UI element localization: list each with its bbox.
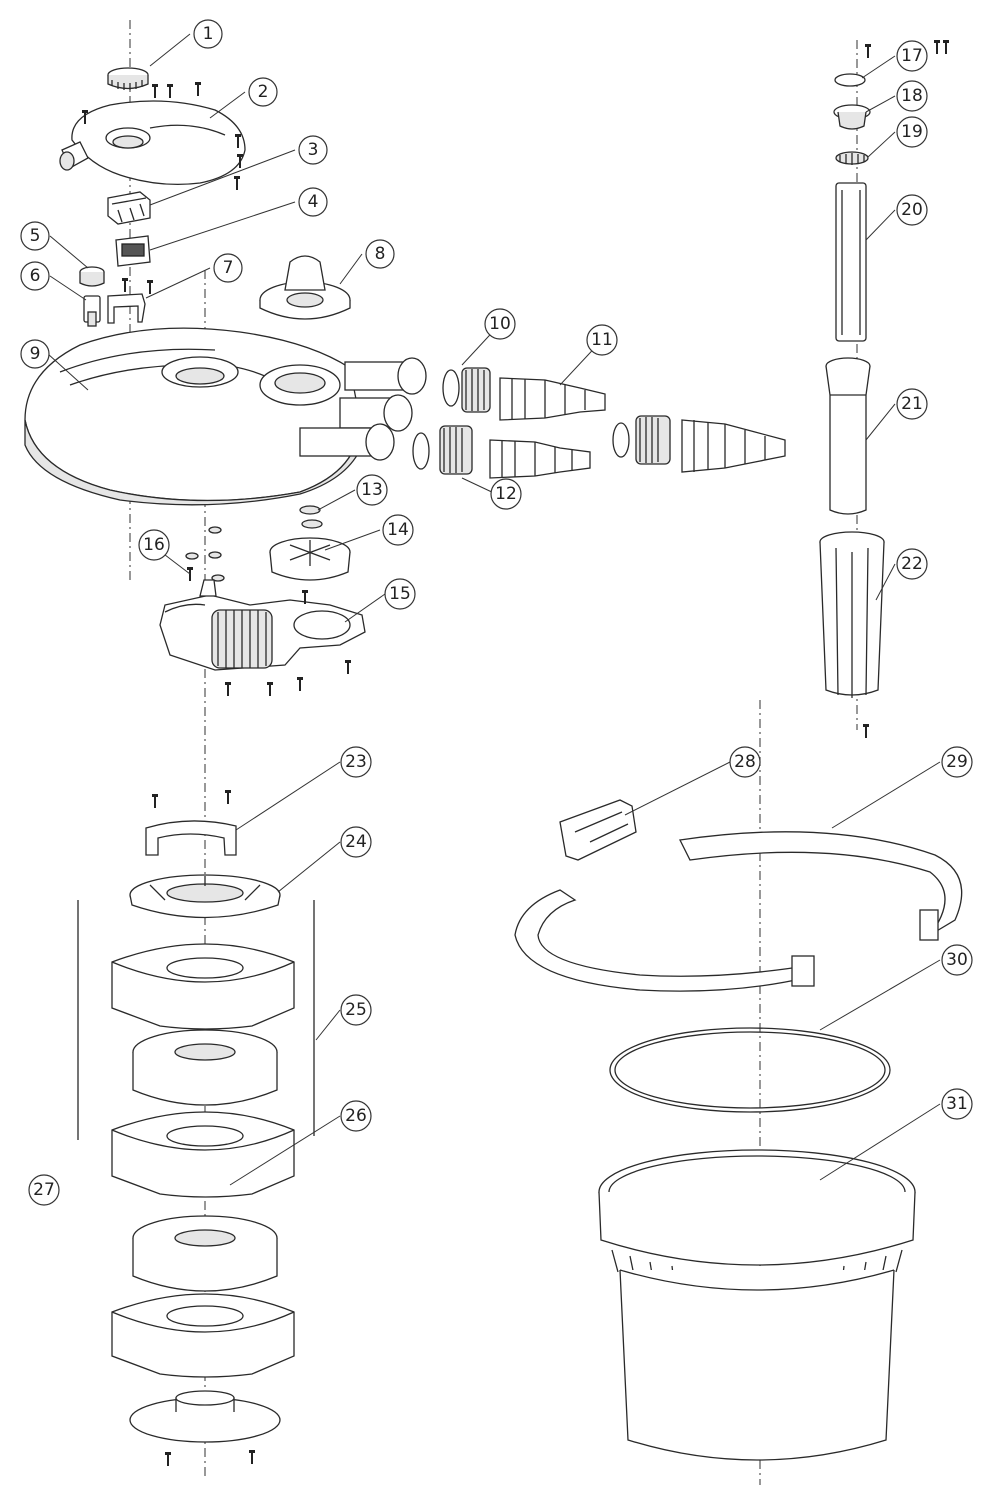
svg-text:22: 22 [901, 554, 923, 574]
svg-text:16: 16 [143, 535, 165, 555]
callout-8: 8 [365, 239, 395, 269]
part-21-quartz-sleeve [825, 357, 871, 515]
part-11-hose-tails [489, 377, 786, 479]
callout-3: 3 [298, 135, 328, 165]
part-17-small-cap [834, 73, 866, 87]
part-18-lamp-holder [833, 104, 871, 130]
base-plate [129, 1390, 281, 1443]
svg-text:25: 25 [345, 1000, 367, 1020]
svg-text:4: 4 [308, 192, 319, 212]
part-8-valve-handle [259, 255, 351, 320]
callout-14: 14 [382, 514, 414, 546]
svg-text:7: 7 [223, 258, 234, 278]
callout-25: 25 [340, 994, 372, 1026]
svg-text:3: 3 [308, 140, 319, 160]
callout-30: 30 [941, 944, 973, 976]
callout-15: 15 [384, 578, 416, 610]
svg-text:17: 17 [901, 46, 923, 66]
svg-text:27: 27 [33, 1180, 55, 1200]
callout-21: 21 [896, 388, 928, 420]
callout-31: 31 [941, 1088, 973, 1120]
svg-text:1: 1 [203, 24, 214, 44]
part-1-cap-knob [107, 67, 149, 90]
part-14-impeller-cover [269, 537, 351, 581]
foam-sponge-square-3 [111, 1293, 295, 1378]
svg-text:8: 8 [375, 244, 386, 264]
callout-16: 16 [138, 529, 170, 561]
callout-19: 19 [896, 116, 928, 148]
part-26-foam-sponge [111, 1111, 295, 1198]
svg-text:24: 24 [345, 832, 367, 852]
svg-text:28: 28 [734, 752, 756, 772]
svg-text:29: 29 [946, 752, 968, 772]
callout-27: 27 [28, 1174, 60, 1206]
callout-17: 17 [896, 40, 928, 72]
part-23-bracket [145, 820, 237, 856]
svg-text:12: 12 [495, 484, 517, 504]
callout-13: 13 [356, 474, 388, 506]
part-31-canister [598, 1149, 916, 1461]
svg-text:2: 2 [258, 82, 269, 102]
foam-sponge-round-1 [132, 1029, 278, 1106]
callout-18: 18 [896, 80, 928, 112]
foam-sponge-square-1 [111, 943, 295, 1030]
svg-text:6: 6 [30, 266, 41, 286]
callout-9: 9 [20, 339, 50, 369]
part-6-connector [83, 295, 101, 327]
callout-11: 11 [586, 324, 618, 356]
part-15-pump-housing [159, 579, 366, 671]
svg-text:26: 26 [345, 1106, 367, 1126]
part-28-clamp-latch [559, 799, 637, 861]
part-3-switch-block [107, 191, 151, 225]
svg-text:11: 11 [591, 330, 613, 350]
svg-text:10: 10 [489, 314, 511, 334]
svg-text:13: 13 [361, 480, 383, 500]
part-12-union-nuts [439, 367, 671, 475]
part-10-gaskets [412, 369, 630, 470]
callout-22: 22 [896, 548, 928, 580]
callout-1: 1 [193, 19, 223, 49]
part-24-spray-plate [129, 874, 281, 919]
callout-labels: 1 2 3 4 5 6 7 8 9 10 11 12 13 14 15 16 1… [20, 19, 973, 1206]
callout-28: 28 [729, 746, 761, 778]
svg-text:23: 23 [345, 752, 367, 772]
callout-5: 5 [20, 221, 50, 251]
callout-10: 10 [484, 308, 516, 340]
svg-text:20: 20 [901, 200, 923, 220]
part-13-washers [185, 505, 323, 582]
callout-23: 23 [340, 746, 372, 778]
part-5-nut [79, 266, 105, 287]
callout-24: 24 [340, 826, 372, 858]
part-4-switch-housing [115, 235, 151, 267]
part-30-o-ring [609, 1027, 891, 1113]
callout-7: 7 [213, 253, 243, 283]
part-22-lamp-guard [819, 531, 885, 698]
svg-text:9: 9 [30, 344, 41, 364]
callout-26: 26 [340, 1100, 372, 1132]
callout-29: 29 [941, 746, 973, 778]
svg-text:31: 31 [946, 1094, 968, 1114]
callout-12: 12 [490, 478, 522, 510]
svg-text:5: 5 [30, 226, 41, 246]
svg-text:21: 21 [901, 394, 923, 414]
leader-lines [47, 33, 941, 1186]
callout-2: 2 [248, 77, 278, 107]
svg-text:15: 15 [389, 584, 411, 604]
svg-text:30: 30 [946, 950, 968, 970]
part-20-uv-lamp [835, 182, 867, 342]
part-7-bracket [107, 293, 146, 324]
callout-4: 4 [298, 187, 328, 217]
svg-text:18: 18 [901, 86, 923, 106]
part-2-upper-cover [59, 100, 246, 186]
callout-6: 6 [20, 261, 50, 291]
svg-text:19: 19 [901, 122, 923, 142]
callout-20: 20 [896, 194, 928, 226]
part-19-seal-ring [835, 151, 869, 165]
part-29-clamp-ring [514, 831, 963, 992]
foam-sponge-round-2 [132, 1215, 278, 1292]
svg-text:14: 14 [387, 520, 409, 540]
part-9-main-lid [24, 327, 427, 506]
